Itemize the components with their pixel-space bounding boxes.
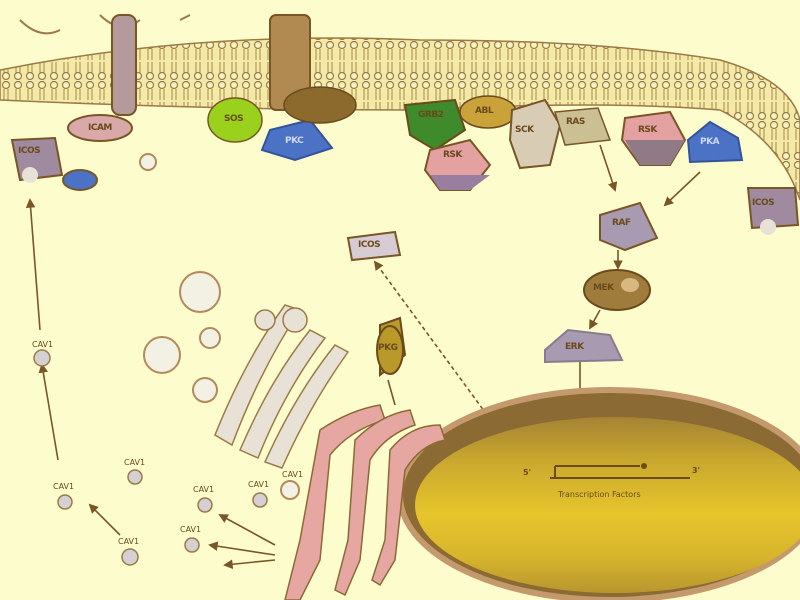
protein-rsk-1: [423, 138, 492, 191]
label-transcription-factors: Transcription Factors: [558, 490, 641, 499]
label-sos: SOS: [224, 114, 244, 124]
label-caveola-7: CAV1: [118, 537, 140, 546]
label-rsk-2: RSK: [638, 125, 657, 135]
label-erk: ERK: [565, 342, 584, 352]
protein-pka: [686, 120, 744, 164]
label-5-prime: 5': [523, 468, 532, 477]
label-abl: ABL: [475, 106, 494, 116]
label-raf: RAF: [612, 218, 631, 228]
endoplasmic-reticulum: [284, 404, 446, 600]
label-caveola-8: CAV1: [282, 470, 304, 479]
kinase-raf: [599, 201, 659, 252]
label-icam: ICAM: [88, 123, 112, 133]
protein-sos: [207, 97, 263, 143]
protein-grb2: [403, 98, 467, 152]
protein-icos-right: [746, 187, 800, 235]
label-grb2: GRB2: [418, 110, 444, 120]
label-caveola-1: CAV1: [32, 340, 54, 349]
protein-sck: [508, 98, 562, 170]
caveolae: [33, 349, 268, 566]
label-caveola-5: CAV1: [248, 480, 270, 489]
vesicles: [139, 153, 300, 500]
protein-icos-cytoplasm: [346, 230, 402, 262]
nucleus: [397, 387, 800, 600]
label-caveola-3: CAV1: [53, 482, 75, 491]
protein-rsk-2: [620, 110, 687, 166]
label-3-prime: 3': [692, 466, 701, 475]
label-caveola-4: CAV1: [193, 485, 215, 494]
label-pkg: PKG: [378, 343, 398, 353]
label-pka: PKA: [700, 137, 720, 147]
label-sck: SCK: [515, 125, 534, 135]
kinase-mek: [583, 269, 651, 311]
label-caveola-2: CAV1: [124, 458, 146, 467]
label-pkc: PKC: [285, 136, 304, 146]
label-icos-left: ICOS: [18, 146, 41, 156]
protein-ras: [554, 107, 612, 146]
kinase-erk: [544, 328, 624, 364]
protein-icos-left: [10, 136, 64, 183]
golgi-apparatus: [214, 304, 350, 469]
label-icos-right: ICOS: [752, 198, 775, 208]
protein-brown-center: [283, 86, 357, 124]
protein-small-blue: [62, 169, 98, 191]
protein-icam: [67, 114, 133, 142]
receptor-left: [111, 14, 137, 116]
label-caveola-6: CAV1: [180, 525, 202, 534]
pathway-arrows: [25, 144, 701, 570]
label-icos-cytoplasm: ICOS: [358, 240, 381, 250]
label-mek: MEK: [593, 283, 614, 293]
label-ras: RAS: [566, 117, 585, 127]
protein-pkg: [376, 316, 407, 378]
label-rsk-1: RSK: [443, 150, 462, 160]
